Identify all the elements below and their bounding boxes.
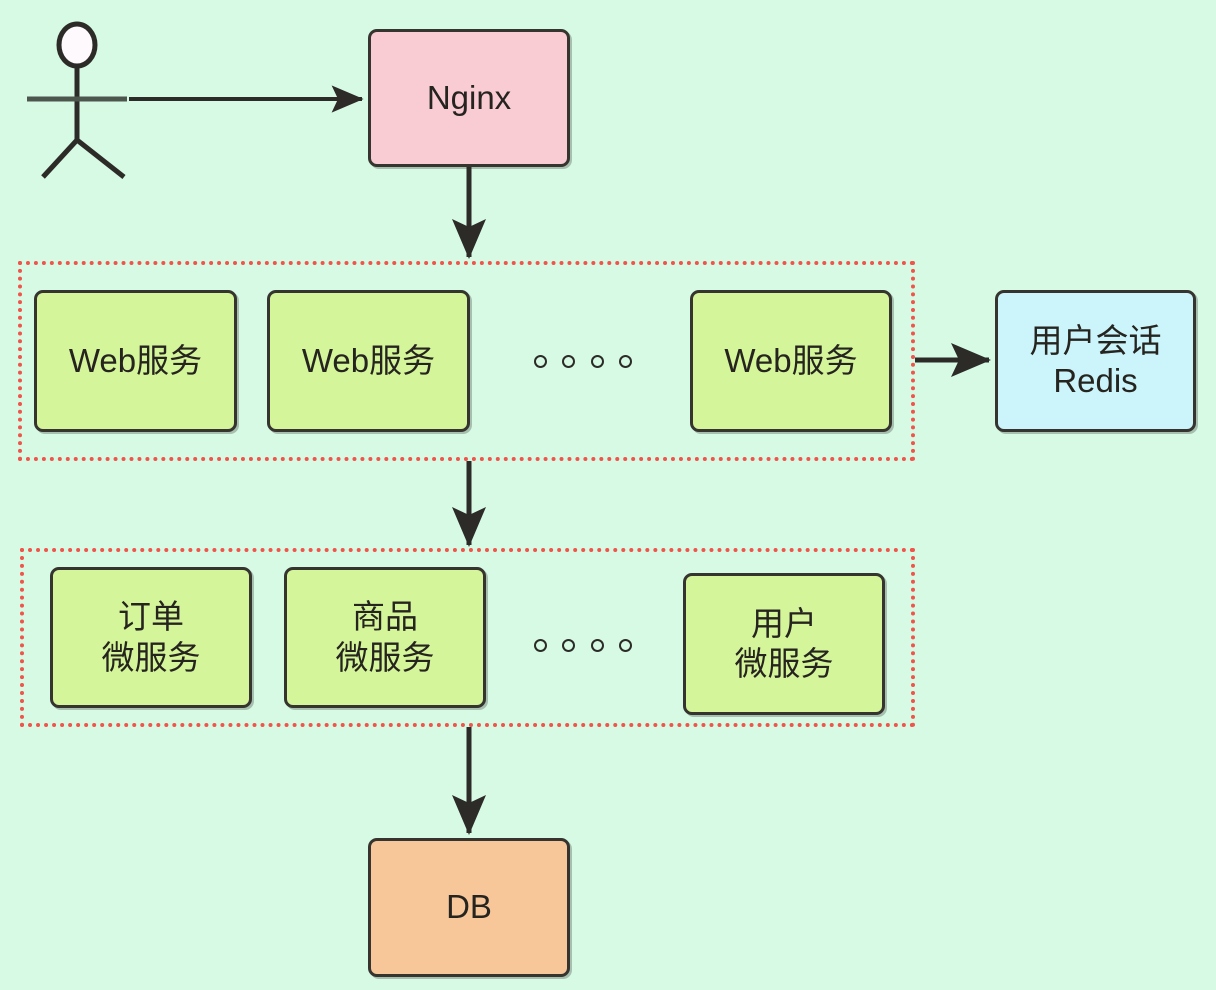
node-web-service-3-label: Web服务 bbox=[724, 341, 858, 379]
ellipsis-dot-icon bbox=[534, 354, 547, 368]
ellipsis-dot-icon bbox=[590, 354, 604, 368]
node-web-service-2[interactable]: Web服务 bbox=[267, 290, 470, 432]
ellipsis-dot-icon bbox=[534, 638, 547, 652]
node-user-service[interactable]: 用户 微服务 bbox=[683, 573, 885, 715]
node-order-service[interactable]: 订单 微服务 bbox=[50, 567, 252, 708]
node-db-label: DB bbox=[446, 888, 492, 926]
node-redis-label: 用户会话 Redis bbox=[1029, 321, 1162, 399]
node-product-service[interactable]: 商品 微服务 bbox=[284, 567, 486, 708]
node-order-service-label: 订单 微服务 bbox=[101, 598, 201, 676]
node-nginx[interactable]: Nginx bbox=[368, 29, 570, 167]
ellipsis-dot-icon bbox=[618, 638, 632, 652]
node-web-service-2-label: Web服务 bbox=[301, 341, 436, 379]
node-nginx-label: Nginx bbox=[426, 78, 512, 116]
ellipsis-web-tier bbox=[534, 354, 632, 368]
node-product-service-label: 商品 微服务 bbox=[335, 598, 435, 676]
node-web-service-1-label: Web服务 bbox=[68, 341, 203, 379]
ellipsis-dot-icon bbox=[590, 638, 604, 652]
node-web-service-1[interactable]: Web服务 bbox=[34, 290, 237, 432]
ellipsis-microservice-tier bbox=[534, 638, 632, 652]
ellipsis-dot-icon bbox=[562, 638, 576, 652]
node-redis[interactable]: 用户会话 Redis bbox=[995, 290, 1196, 432]
node-web-service-3[interactable]: Web服务 bbox=[690, 290, 892, 432]
ellipsis-dot-icon bbox=[618, 354, 632, 368]
node-db[interactable]: DB bbox=[368, 838, 570, 977]
node-user-service-label: 用户 微服务 bbox=[734, 604, 834, 682]
user-actor-icon bbox=[27, 21, 127, 179]
ellipsis-dot-icon bbox=[562, 354, 576, 368]
group-web-tier bbox=[18, 261, 915, 461]
group-microservice-tier bbox=[20, 548, 915, 727]
